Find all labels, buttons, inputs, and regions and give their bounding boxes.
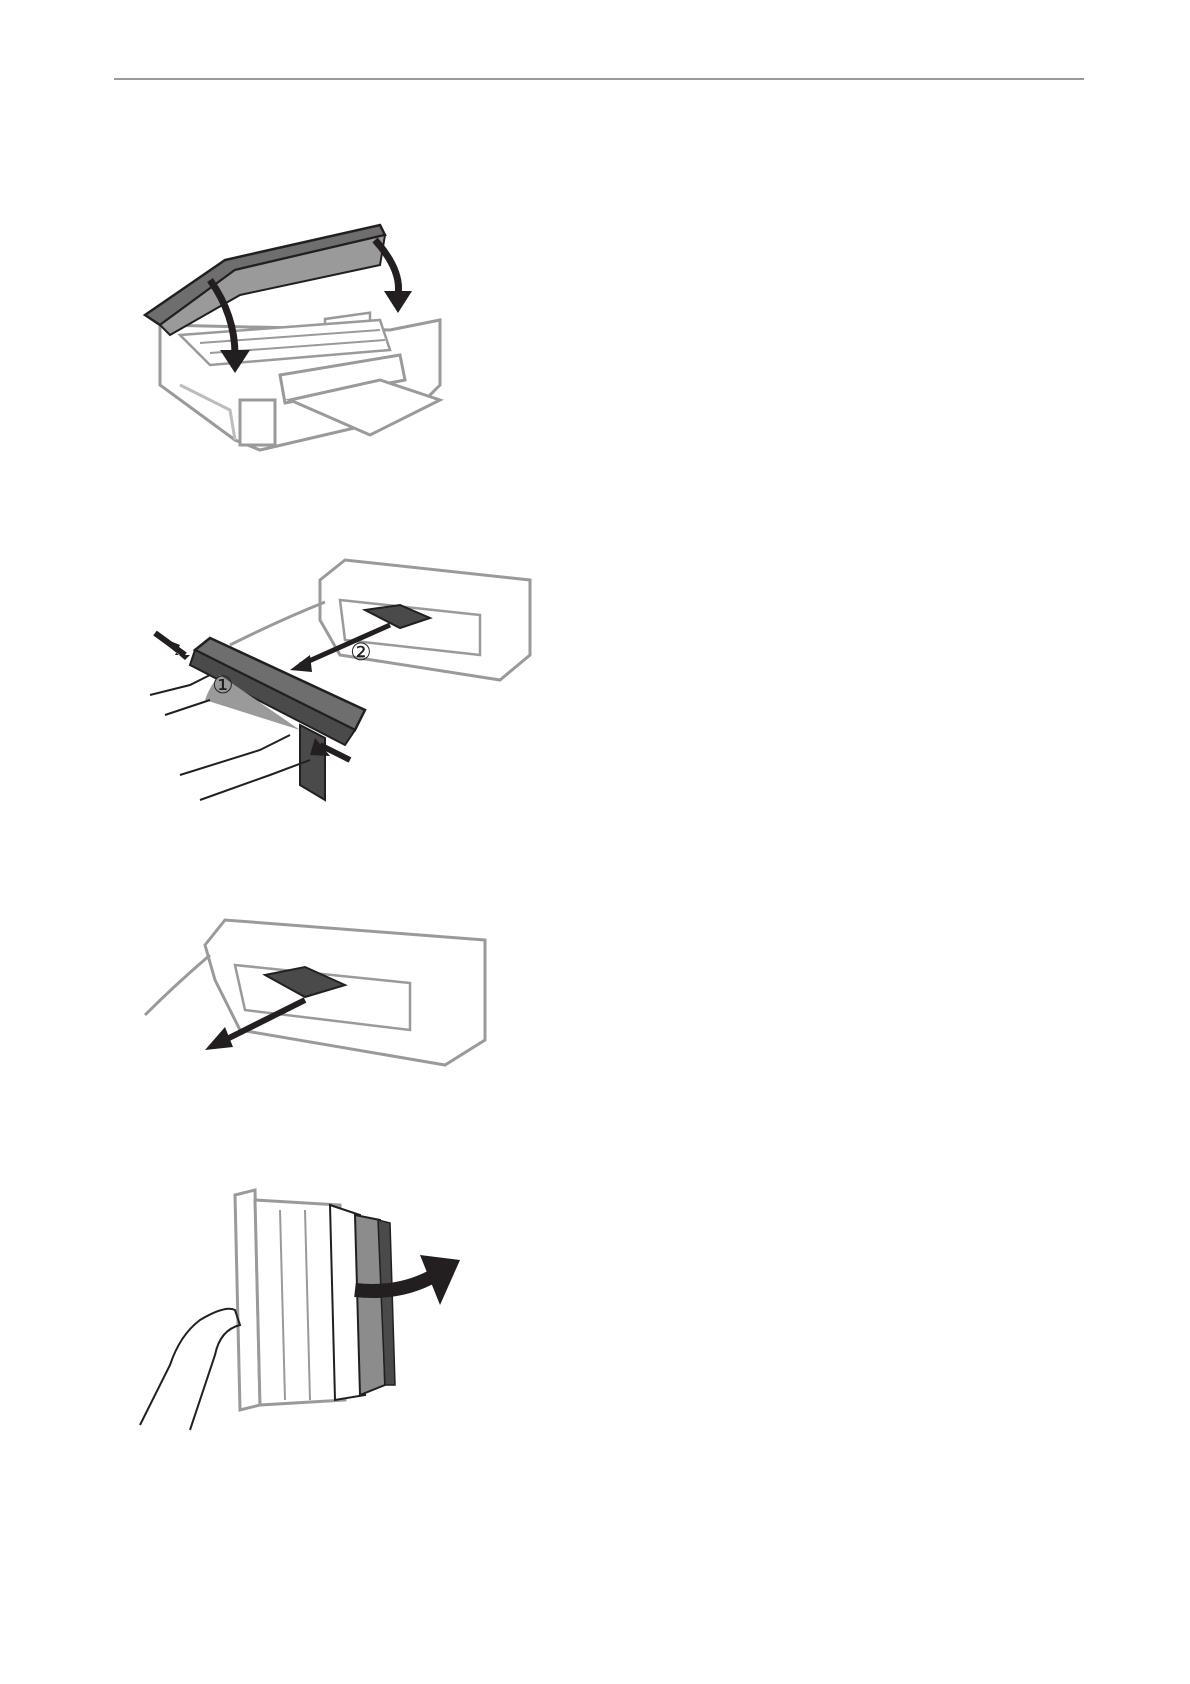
rear-cover-illustration: ① ② (150, 560, 540, 830)
hand (140, 1309, 240, 1430)
power-cable (145, 955, 210, 1015)
callout-1: ① (212, 671, 234, 699)
figure-remove-rear-cover: ① ② (150, 560, 540, 830)
figure-open-rear-cover (140, 1185, 500, 1455)
open-cover-illustration (140, 1185, 500, 1455)
callout-2: ② (350, 638, 372, 666)
figure-pull-jammed-paper (145, 915, 495, 1095)
figure-close-scanner-unit (140, 225, 480, 485)
arrow-head-icon (384, 291, 412, 313)
arrow-down-right-icon (375, 240, 399, 295)
header-rule (114, 78, 1084, 80)
jammed-paper-illustration (145, 915, 495, 1095)
front-door (240, 400, 275, 445)
printer-illustration (140, 225, 480, 485)
power-cable (230, 602, 325, 645)
